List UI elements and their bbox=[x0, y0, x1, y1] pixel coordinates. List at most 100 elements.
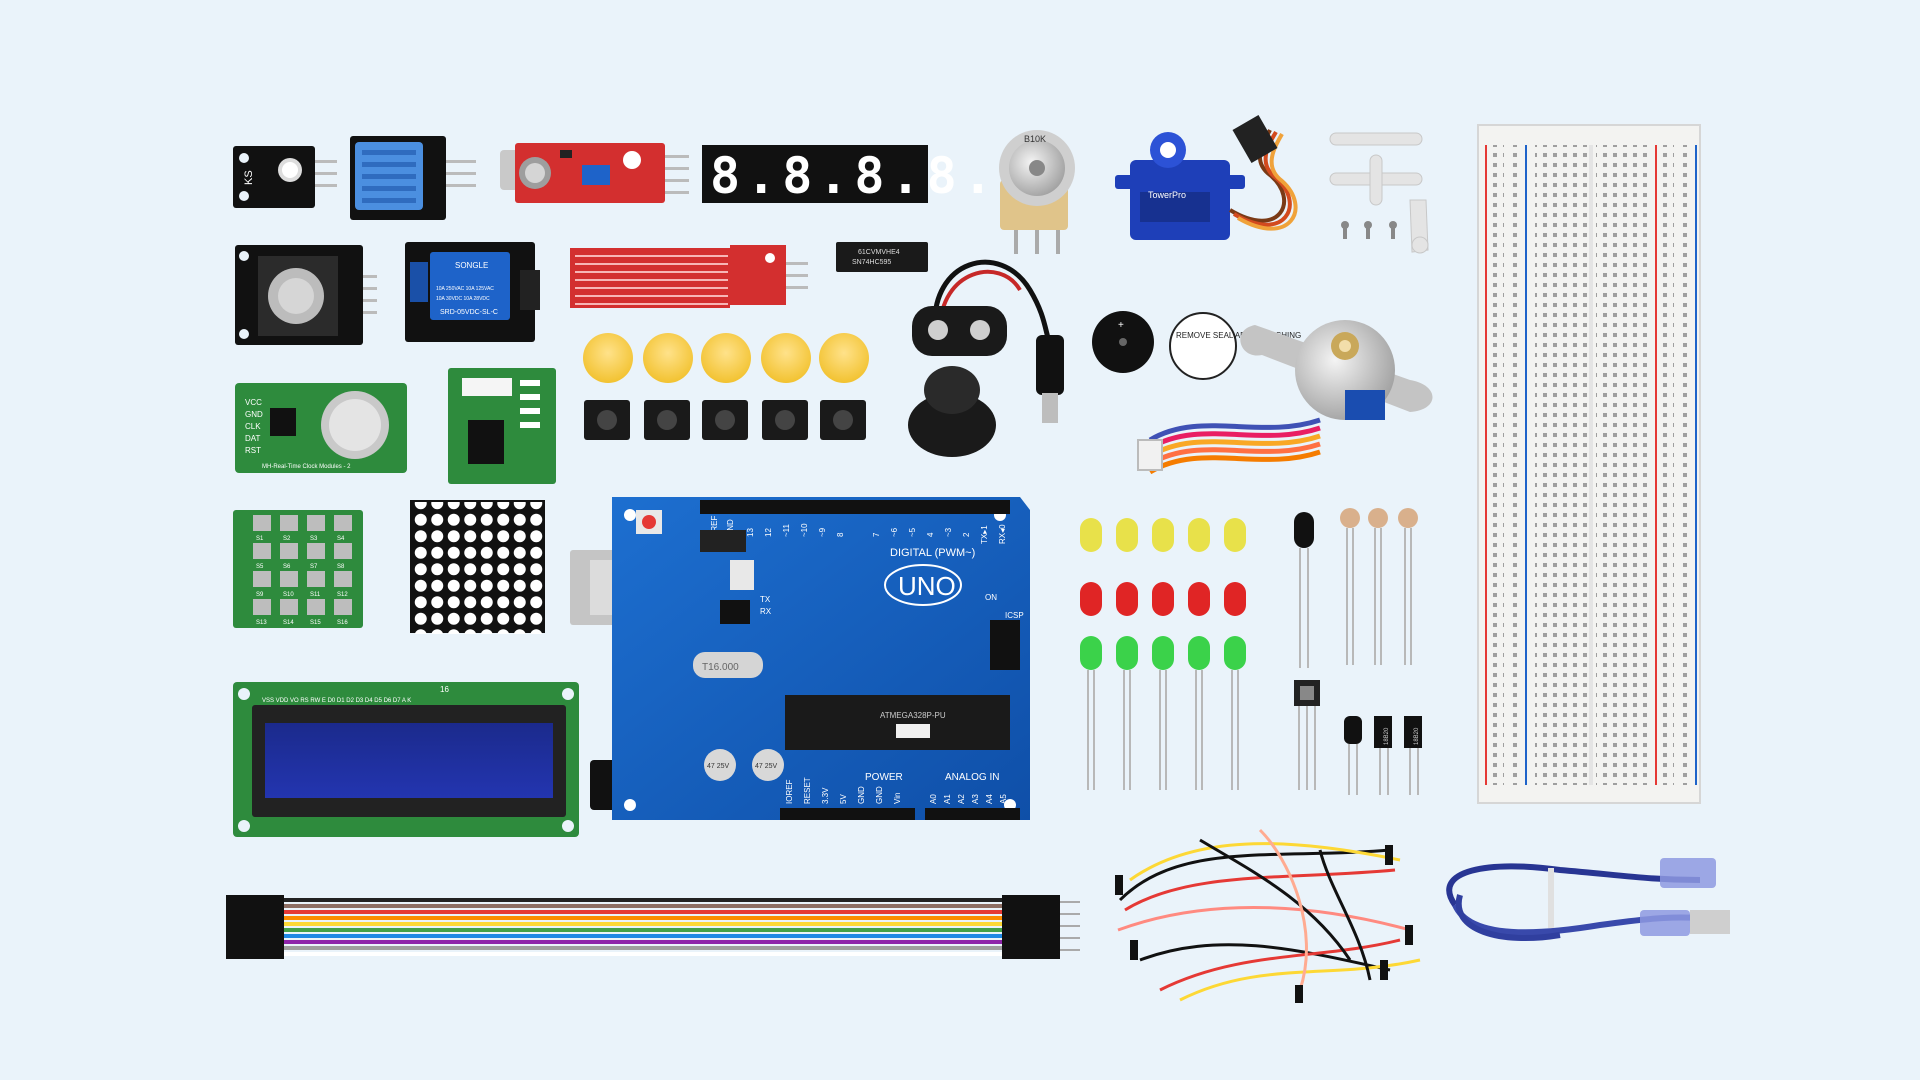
key-s8: S8 bbox=[337, 564, 345, 570]
key-s7: S7 bbox=[310, 564, 318, 570]
pin-8: 8 bbox=[836, 532, 845, 537]
key-s10: S10 bbox=[283, 592, 294, 598]
pin-vin: Vin bbox=[893, 793, 902, 804]
key-s6: S6 bbox=[283, 564, 291, 570]
pin-10: ~10 bbox=[800, 523, 809, 537]
servo-label: TowerPro bbox=[1148, 190, 1186, 200]
pin-3: ~3 bbox=[944, 527, 953, 537]
pin-tx1: TX▸1 bbox=[980, 525, 989, 544]
push-buttons bbox=[583, 333, 869, 440]
rtc-pin-vcc: VCC bbox=[245, 398, 262, 407]
key-s13: S13 bbox=[256, 620, 267, 626]
lcd-pin-count: 16 bbox=[440, 685, 449, 694]
key-s3: S3 bbox=[310, 536, 318, 542]
rtc-pin-clk: CLK bbox=[245, 422, 261, 431]
pin-a4: A4 bbox=[985, 794, 994, 804]
key-s9: S9 bbox=[256, 592, 264, 598]
ky-sensor-module: KS bbox=[233, 146, 337, 208]
cap-label-1: 47 25V bbox=[707, 763, 730, 770]
jumper-wires-bundle bbox=[1117, 828, 1421, 1002]
pin-reset: RESET bbox=[803, 777, 812, 804]
rtc-pin-rst: RST bbox=[245, 446, 261, 455]
breadboard bbox=[1477, 124, 1701, 804]
buzzer-note: REMOVE SEAL AFTER WASHING bbox=[1176, 331, 1301, 340]
arduino-uno-board: AREF GND 13 12 ~11 ~10 ~9 8 7 ~6 ~5 4 ~3… bbox=[570, 497, 1030, 820]
water-level-sensor bbox=[570, 245, 808, 308]
icsp-label: ICSP bbox=[1005, 611, 1024, 620]
rtc-pin-dat: DAT bbox=[245, 434, 261, 443]
pin-7: 7 bbox=[872, 532, 881, 537]
rtc-label: MH-Real-Time Clock Modules - 2 bbox=[262, 464, 351, 470]
digital-label: DIGITAL (PWM~) bbox=[890, 547, 975, 559]
pin-gnd-1: GND bbox=[857, 786, 866, 804]
pin-ioref: IOREF bbox=[785, 779, 794, 804]
buzzer: + REMOVE SEAL AFTER WASHING bbox=[1092, 311, 1301, 380]
relay-text-1: 10A 250VAC 10A 125VAC bbox=[436, 286, 494, 292]
chip-label: ATMEGA328P-PU bbox=[880, 711, 946, 720]
ir-led bbox=[1294, 512, 1314, 668]
key-s4: S4 bbox=[337, 536, 345, 542]
servo-motor: TowerPro bbox=[1115, 115, 1298, 240]
potentiometer: B10K bbox=[999, 130, 1075, 254]
pin-4: 4 bbox=[926, 532, 935, 537]
ky-label: KS bbox=[243, 170, 255, 185]
lcd-pin-labels: VSS VDD VO RS RW E D0 D1 D2 D3 D4 D5 D6 … bbox=[262, 698, 411, 704]
key-s2: S2 bbox=[283, 536, 291, 542]
rtc-pin-gnd: GND bbox=[245, 410, 263, 419]
stepper-wires bbox=[1137, 417, 1321, 475]
photoresistors bbox=[1340, 508, 1418, 665]
on-label: ON bbox=[985, 593, 997, 602]
potentiometer-label: B10K bbox=[1024, 134, 1046, 144]
pin-a2: A2 bbox=[957, 794, 966, 804]
pin-5: ~5 bbox=[908, 527, 917, 537]
pin-12: 12 bbox=[764, 528, 773, 537]
jumper-wire-tips bbox=[1115, 845, 1413, 1003]
ir-receiver bbox=[1294, 680, 1320, 790]
pin-2: 2 bbox=[962, 532, 971, 537]
pin-9: ~9 bbox=[818, 527, 827, 537]
joystick-module bbox=[235, 245, 377, 345]
chip-text-1: 61CVMVHE4 bbox=[858, 249, 900, 256]
keypad-4x4: S1 S2 S3 S4 S5 S6 S7 S8 S9 S10 S11 S12 S… bbox=[233, 510, 363, 628]
key-s12: S12 bbox=[337, 592, 348, 598]
tx-label: TX bbox=[760, 595, 771, 604]
key-s14: S14 bbox=[283, 620, 294, 626]
pin-a0: A0 bbox=[929, 794, 938, 804]
crystal-label: T16.000 bbox=[702, 662, 739, 673]
pin-gnd-2: GND bbox=[875, 786, 884, 804]
key-s16: S16 bbox=[337, 620, 348, 626]
pin-a3: A3 bbox=[971, 794, 980, 804]
dht11-sensor bbox=[350, 136, 476, 220]
dupont-ribbon-cable bbox=[226, 895, 1080, 959]
buzzer-plus: + bbox=[1118, 320, 1124, 331]
pin-rx0: RX◂0 bbox=[998, 524, 1007, 544]
pin-11: ~11 bbox=[782, 523, 791, 537]
key-s11: S11 bbox=[310, 592, 321, 598]
relay-module: SONGLE 10A 250VAC 10A 125VAC 10A 30VDC 1… bbox=[405, 242, 540, 342]
rx-label: RX bbox=[760, 607, 772, 616]
relay-text-2: 10A 30VDC 10A 28VDC bbox=[436, 296, 490, 302]
pin-gnd: GND bbox=[726, 519, 735, 537]
power-label: POWER bbox=[865, 772, 903, 783]
sensor-label-2: 18B20 bbox=[1414, 727, 1420, 745]
shift-register-chip: 61CVMVHE4 SN74HC595 bbox=[836, 242, 928, 272]
relay-brand: SONGLE bbox=[455, 261, 488, 270]
rtc-clock-module: MH-Real-Time Clock Modules - 2 VCC GND C… bbox=[235, 383, 407, 473]
pin-a1: A1 bbox=[943, 794, 952, 804]
temperature-sensors: 18B20 18B20 bbox=[1344, 716, 1422, 795]
pin-6: ~6 bbox=[890, 527, 899, 537]
key-s15: S15 bbox=[310, 620, 321, 626]
stepper-motor bbox=[1240, 320, 1433, 420]
servo-horns bbox=[1329, 132, 1429, 254]
sensor-label-1: 18B20 bbox=[1384, 727, 1390, 745]
led-set bbox=[1080, 518, 1246, 790]
pin-aref: AREF bbox=[710, 516, 719, 537]
key-s1: S1 bbox=[256, 536, 264, 542]
usb-cable bbox=[1446, 858, 1730, 941]
analog-label: ANALOG IN bbox=[945, 772, 999, 783]
cap-label-2: 47 25V bbox=[755, 763, 778, 770]
pin-13: 13 bbox=[746, 528, 755, 537]
lcd-1602-module: VSS VDD VO RS RW E D0 D1 D2 D3 D4 D5 D6 … bbox=[233, 682, 579, 837]
chip-text-2: SN74HC595 bbox=[852, 259, 891, 266]
